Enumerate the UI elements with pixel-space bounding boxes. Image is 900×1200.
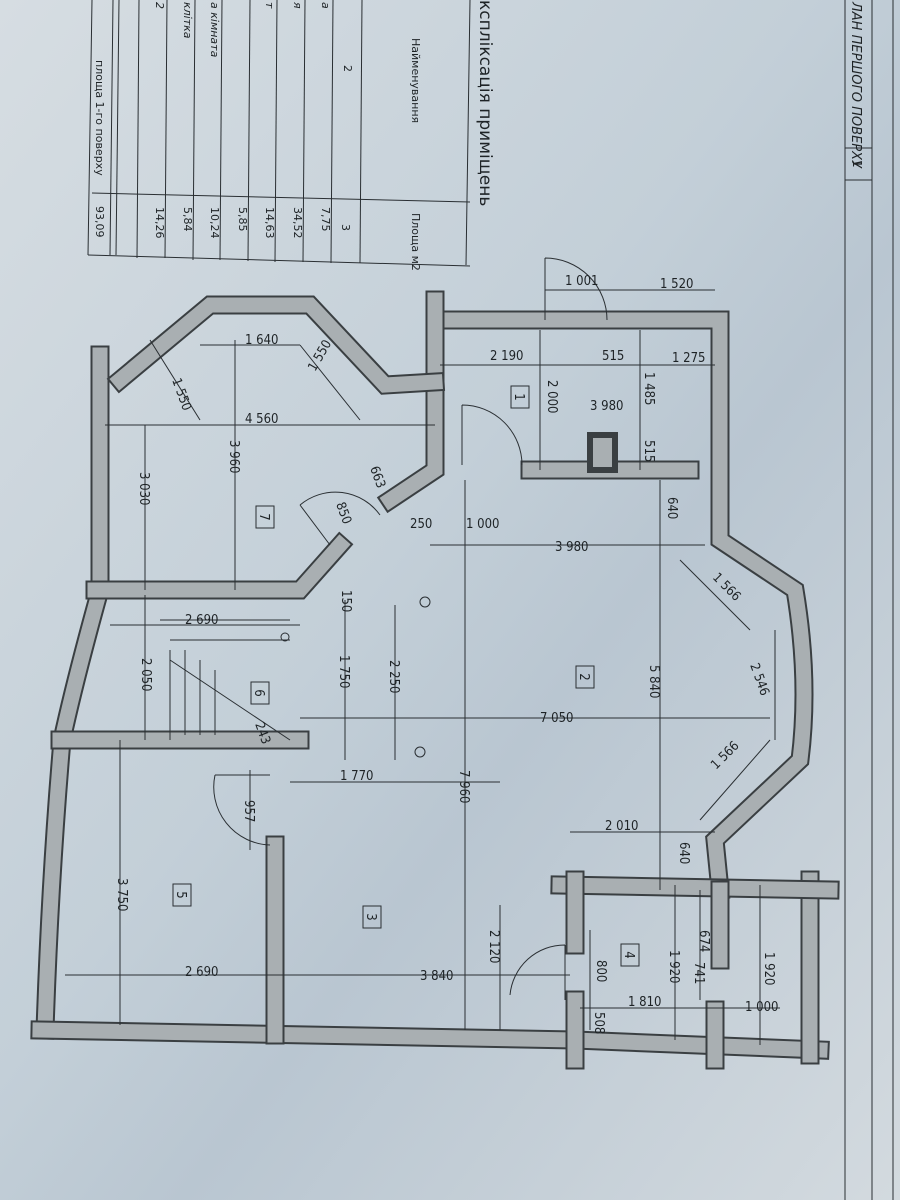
room-number-label: 3 — [363, 913, 378, 920]
dimension-label: 1 000 — [466, 517, 499, 532]
room-number-1: 1 — [510, 385, 530, 409]
col-number-area: 3 — [339, 224, 352, 231]
walls — [30, 290, 840, 1070]
table-row-name: т — [263, 2, 276, 9]
dimension-label: 1 000 — [745, 1000, 778, 1015]
title-block: ЛАН ПЕРШОГО ПОВЕРХУ 1 — [844, 0, 894, 1200]
table-row-name: 2 — [153, 2, 166, 9]
dimension-label: 640 — [664, 497, 679, 519]
dimension-label: 3 750 — [114, 878, 129, 911]
doors — [160, 257, 618, 1000]
dimension-label: 663 — [366, 464, 388, 490]
sheet-number: 1 — [850, 160, 864, 168]
wall-fill — [552, 877, 838, 898]
dimension-label: 1 485 — [641, 372, 656, 405]
room-number-3: 3 — [362, 905, 382, 929]
room-number-2: 2 — [575, 665, 595, 689]
dimension-label: 741 — [691, 962, 706, 984]
dimension-label: 1 275 — [672, 351, 705, 366]
table-row-name: клітка — [181, 2, 194, 39]
dimension-label: 3 980 — [555, 540, 588, 555]
dimension-label: 640 — [676, 842, 691, 864]
col-number-name: 2 — [341, 65, 354, 72]
header-name: Найменування — [409, 38, 422, 123]
wall-fill — [432, 312, 812, 899]
dimension-label: 2 250 — [386, 660, 401, 693]
dimension-label: 1 640 — [245, 333, 278, 348]
dimension-label: 5 840 — [646, 665, 661, 698]
room-number-6: 6 — [250, 681, 270, 705]
table-row-name: а кімната — [208, 2, 221, 58]
room-schedule-table: кспліксація приміщень Найменування Площа… — [87, 0, 495, 271]
table-row-area: 5,84 — [181, 207, 194, 232]
dimension-label: 3 960 — [226, 440, 241, 473]
dimension-label: 250 — [410, 517, 432, 532]
dimension-label: 515 — [602, 349, 624, 364]
dimension-label: 515 — [641, 440, 656, 462]
dimension-label: 800 — [593, 960, 608, 982]
table-row-area: 5,85 — [236, 207, 249, 232]
dimension-lines — [65, 289, 780, 1045]
wall-fill — [37, 347, 108, 1038]
room-number-5: 5 — [172, 883, 192, 907]
dimension-label: 1 920 — [761, 952, 776, 985]
header-area: Площа м2 — [409, 213, 422, 271]
dimension-label: 2 190 — [490, 349, 523, 364]
dimension-label: 3 840 — [420, 969, 453, 984]
table-row-area: 14,26 — [153, 207, 166, 239]
table-row-area: 14,63 — [263, 207, 276, 239]
wall-fill — [87, 534, 351, 598]
dimension-label: 957 — [241, 800, 256, 822]
dimension-label: 1 520 — [660, 277, 693, 292]
dimension-label: 1 770 — [340, 769, 373, 784]
dimension-label: 508 — [591, 1012, 606, 1034]
dimension-label: 2 690 — [185, 965, 218, 980]
room-number-label: 2 — [576, 673, 591, 680]
dimension-label: 7 050 — [540, 711, 573, 726]
dimension-label: 1 810 — [628, 995, 661, 1010]
room-number-label: 1 — [511, 393, 526, 400]
wall-fill — [379, 292, 443, 511]
table-title: кспліксація приміщень — [475, 0, 495, 206]
dimension-label: 2 690 — [185, 613, 218, 628]
room-number-label: 6 — [251, 689, 266, 696]
dimension-label: 7 960 — [456, 770, 471, 803]
dimension-label: 150 — [338, 590, 353, 612]
total-label: площа 1-го поверху — [93, 60, 106, 176]
dimension-label: 4 560 — [245, 412, 278, 427]
dimension-label: 243 — [251, 720, 273, 746]
table-row-area: 34,52 — [291, 207, 304, 239]
room-number-4: 4 — [620, 943, 640, 967]
total-area: 93,09 — [93, 206, 106, 238]
dimension-label: 2 010 — [605, 819, 638, 834]
dimension-label: 1 920 — [666, 950, 681, 983]
room-number-label: 7 — [256, 513, 271, 520]
table-row-area: 7,75 — [319, 207, 332, 232]
dimension-label: 2 000 — [544, 380, 559, 413]
room-number-label: 5 — [173, 891, 188, 898]
dimension-label: 3 980 — [590, 399, 623, 414]
dimension-label: 1 001 — [565, 274, 598, 289]
drawing-title: ЛАН ПЕРШОГО ПОВЕРХУ — [848, 1, 863, 169]
dimension-label: 2 120 — [486, 930, 501, 963]
room-number-7: 7 — [255, 505, 275, 529]
table-row-name: я — [291, 2, 304, 9]
table-row-name: а — [319, 2, 332, 9]
table-row-area: 10,24 — [208, 207, 221, 239]
dimension-label: 674 — [696, 930, 711, 952]
dimension-label: 3 030 — [136, 472, 151, 505]
dimension-label: 850 — [332, 500, 354, 526]
wall-fill — [109, 297, 443, 393]
dimension-label: 1 750 — [336, 655, 351, 688]
room-number-label: 4 — [621, 951, 636, 958]
dimension-label: 2 050 — [138, 658, 153, 691]
